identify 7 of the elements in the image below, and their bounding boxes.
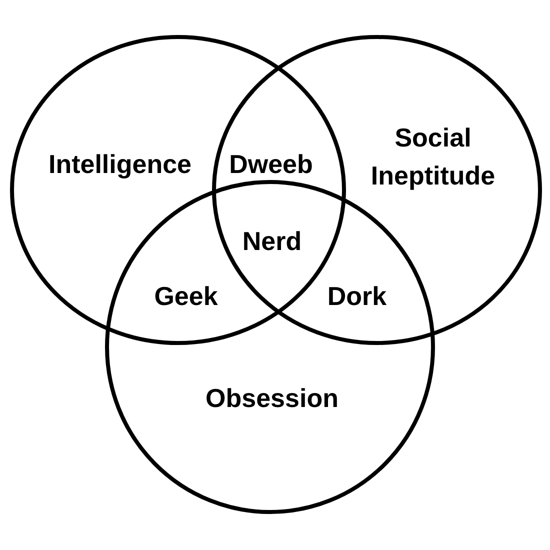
intersection-label: Geek bbox=[154, 280, 218, 314]
intersection-label: Dweeb bbox=[229, 148, 313, 182]
intersection-label: Dork bbox=[327, 280, 387, 314]
intersection-label: Nerd bbox=[242, 225, 302, 258]
set-label: Obsession bbox=[206, 382, 338, 416]
set-label: Social Ineptitude bbox=[370, 121, 496, 192]
set-label: Intelligence bbox=[48, 148, 192, 182]
